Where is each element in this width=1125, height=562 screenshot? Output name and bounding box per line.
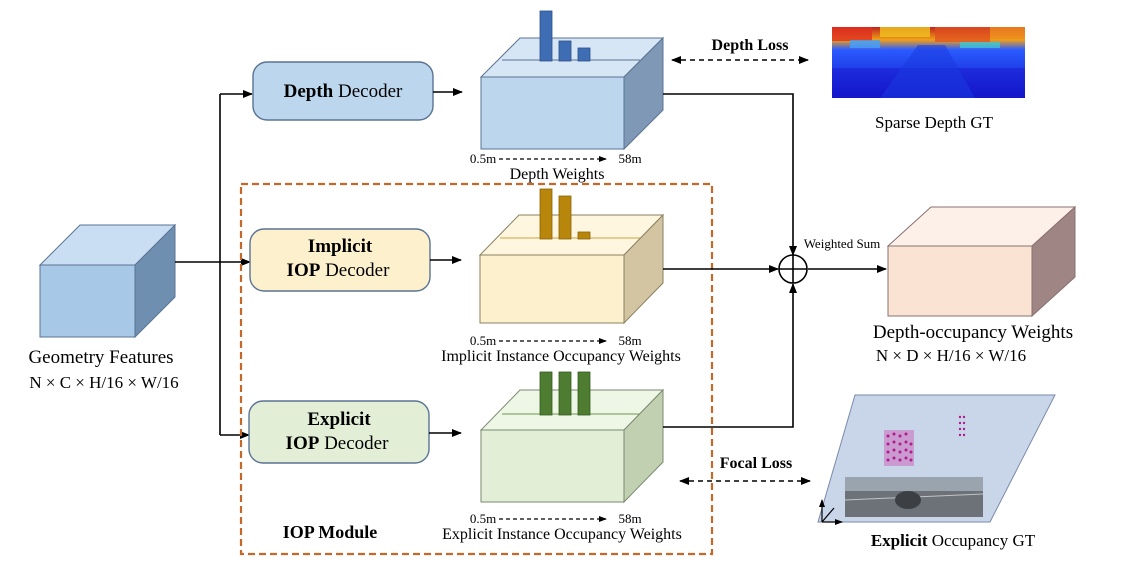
implicit-iop-decoder-box: Implicit IOP Decoder (249, 228, 431, 292)
implicit-weights-cube (478, 188, 665, 325)
implicit-bar-3 (577, 231, 591, 240)
implicit-decoder-rest: Decoder (320, 260, 390, 281)
depth-bar-3 (577, 47, 591, 62)
depth-decoder-box: Depth Decoder (252, 61, 434, 121)
svg-text:IOP Decoder: IOP Decoder (286, 433, 390, 454)
implicit-bar-1 (539, 188, 553, 240)
explicit-iop-decoder-box: Explicit IOP Decoder (248, 400, 430, 464)
depth-loss-label: Depth Loss (712, 37, 789, 54)
output-dims: N × D × H/16 × W/16 (876, 346, 1026, 365)
implicit-range-start: 0.5m (470, 333, 496, 348)
decoder-arrows (429, 88, 463, 437)
explicit-range-end: 58m (618, 511, 641, 526)
explicit-occupancy-gt-image (817, 394, 1056, 525)
geometry-features-cube (38, 223, 177, 339)
depth-range-start: 0.5m (470, 151, 496, 166)
explicit-decoder-bold: IOP (286, 433, 320, 454)
geometry-connectors (175, 90, 253, 439)
explicit-gt-rest: Occupancy GT (928, 531, 1036, 550)
geometry-features-label: Geometry Features (28, 347, 173, 368)
depth-bar-1 (539, 10, 553, 62)
sparse-depth-gt-label: Sparse Depth GT (875, 113, 994, 132)
implicit-decoder-bold: IOP (287, 260, 321, 281)
depth-range-end: 58m (618, 151, 641, 166)
implicit-range-end: 58m (618, 333, 641, 348)
iop-module-box (239, 182, 714, 556)
iop-module-label: IOP Module (283, 522, 378, 542)
sparse-depth-gt-image (832, 27, 1025, 98)
explicit-decoder-line1: Explicit (307, 409, 371, 430)
focal-loss-label: Focal Loss (720, 455, 792, 472)
output-label: Depth-occupancy Weights (873, 322, 1073, 343)
depth-weights-cube (479, 10, 665, 151)
svg-text:Explicit Occupancy GT: Explicit Occupancy GT (871, 531, 1036, 550)
implicit-bar-2 (558, 195, 572, 240)
weighted-sum-label: Weighted Sum (804, 236, 881, 251)
depth-weights-label: Depth Weights (510, 166, 605, 183)
explicit-bar-2 (558, 371, 572, 416)
sum-connectors (663, 93, 887, 428)
explicit-weights-cube (479, 371, 665, 504)
implicit-weights-label: Implicit Instance Occupancy Weights (441, 348, 681, 365)
depth-decoder-bold: Depth (284, 81, 334, 102)
explicit-decoder-rest: Decoder (319, 433, 389, 454)
depth-decoder-rest: Decoder (333, 81, 403, 102)
svg-text:IOP Decoder: IOP Decoder (287, 260, 391, 281)
explicit-bar-3 (577, 371, 591, 416)
depth-bar-2 (558, 40, 572, 62)
explicit-gt-bold: Explicit (871, 531, 928, 550)
depth-occupancy-weights-cube (886, 205, 1077, 318)
weighted-sum-circle (778, 254, 808, 284)
explicit-range-start: 0.5m (470, 511, 496, 526)
implicit-decoder-line1: Implicit (308, 236, 373, 257)
explicit-bar-1 (539, 371, 553, 416)
explicit-weights-label: Explicit Instance Occupancy Weights (442, 526, 682, 543)
svg-text:Depth Decoder: Depth Decoder (284, 81, 403, 102)
geometry-features-dims: N × C × H/16 × W/16 (29, 373, 178, 392)
